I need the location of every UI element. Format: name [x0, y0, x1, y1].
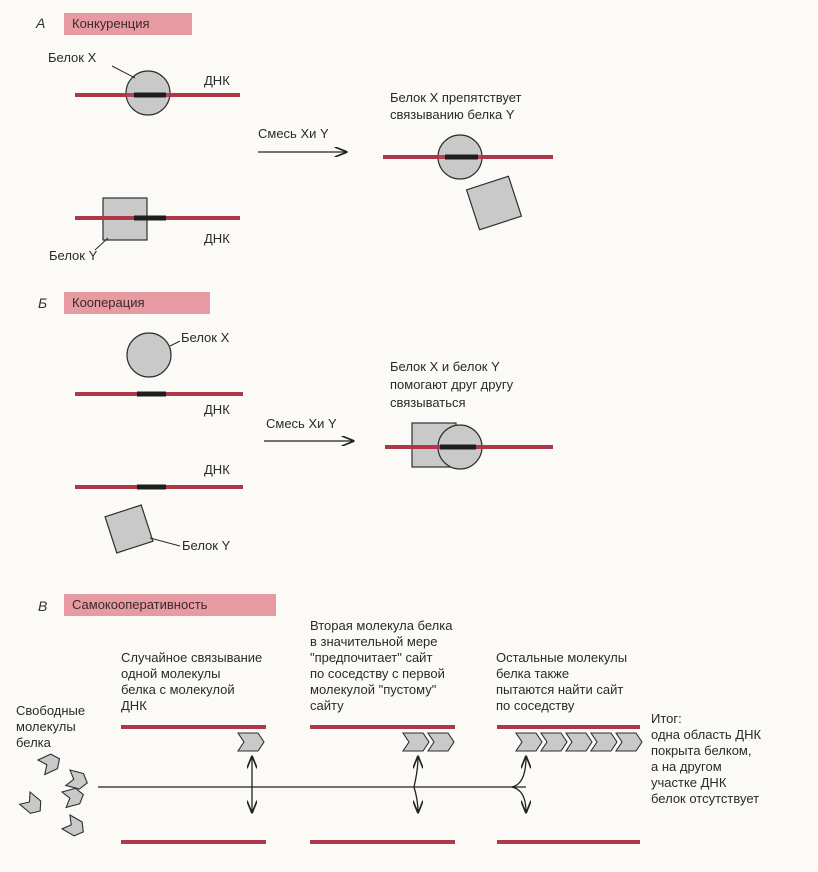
- label-mix: Смесь Xи Y: [266, 416, 337, 431]
- cooperation-panel: [75, 332, 553, 554]
- label-dna: ДНК: [204, 462, 230, 477]
- label-protein-y: Белок Y: [182, 538, 231, 553]
- section-letter-a: А: [36, 15, 46, 31]
- label-step-1: Случайное связывание одной молекулы белк…: [121, 650, 263, 713]
- label-protein-x: Белок X: [48, 50, 97, 65]
- label-step-2: Вторая молекула белка в значительной мер…: [310, 618, 453, 713]
- section-letter-b: Б: [38, 295, 48, 311]
- label-protein-y: Белок Y: [49, 248, 98, 263]
- label-pointer: [169, 340, 181, 347]
- label-pointer: [111, 65, 136, 79]
- label-pointer: [94, 237, 109, 251]
- competition-panel: [75, 65, 553, 251]
- self-cooperativity-panel: [18, 725, 643, 844]
- label-cooperation-result: Белок X и белок Y помогают друг другу св…: [390, 359, 514, 410]
- section-title-cooperation: Кооперация: [64, 292, 210, 314]
- protein-y-shape: [104, 504, 154, 554]
- section-title-self-cooperativity: Самокооперативность: [64, 594, 276, 616]
- state-3-connector: [511, 757, 526, 812]
- free-protein-molecules: [18, 753, 88, 837]
- protein-x-shape: [126, 332, 172, 378]
- bound-protein: [236, 732, 265, 752]
- section-title-competition: Конкуренция: [64, 13, 192, 35]
- state-2-connector: [414, 757, 418, 812]
- label-dna: ДНК: [204, 231, 230, 246]
- label-competition-result: Белок X препятствует связыванию белка Y: [390, 90, 522, 122]
- protein-y-shape: [465, 175, 523, 231]
- label-dna: ДНК: [204, 402, 230, 417]
- label-protein-x: Белок X: [181, 330, 230, 345]
- label-dna: ДНК: [204, 73, 230, 88]
- label-pointer: [149, 537, 181, 547]
- section-letter-c: В: [38, 598, 48, 614]
- bound-protein-group: [514, 732, 643, 752]
- label-step-3: Остальные молекулы белка также пытаются …: [496, 650, 628, 713]
- label-free-molecules: Свободные молекулы белка: [16, 703, 86, 750]
- label-result: Итог: одна область ДНК покрыта белком, а…: [651, 711, 762, 806]
- bound-protein-group: [401, 732, 455, 752]
- label-mix: Смесь Xи Y: [258, 126, 329, 141]
